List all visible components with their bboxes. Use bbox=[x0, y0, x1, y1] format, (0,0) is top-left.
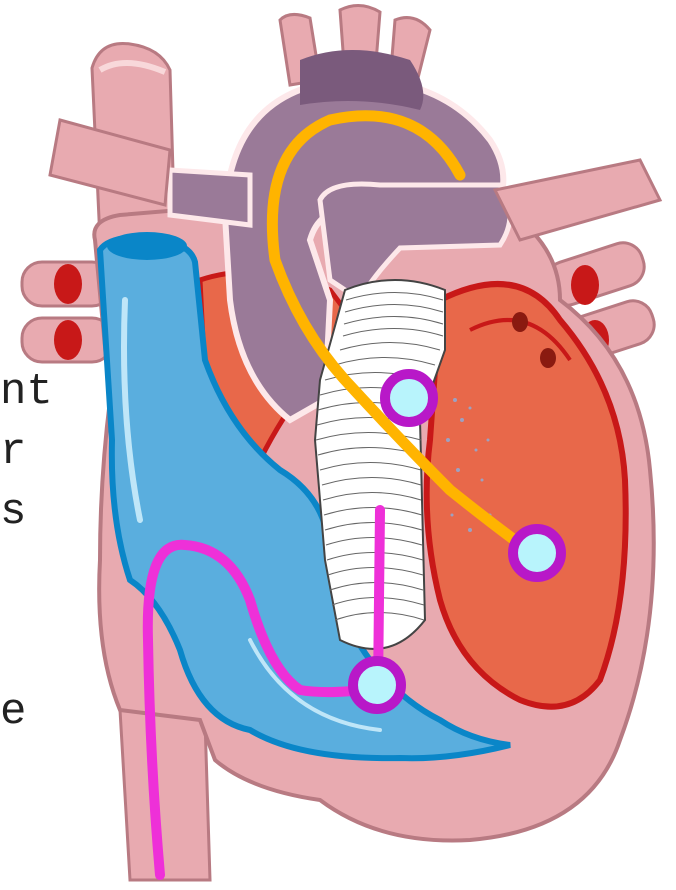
text-fragment-3: s bbox=[0, 490, 26, 534]
apex-node-marker bbox=[513, 529, 561, 577]
sa-node-marker bbox=[385, 374, 433, 422]
text-fragment-5: e bbox=[0, 690, 26, 734]
text-fragment-1: nt bbox=[0, 370, 53, 414]
inferior-vena-cava bbox=[120, 710, 210, 880]
text-fragment-2: r bbox=[0, 430, 26, 474]
av-node-marker bbox=[353, 661, 401, 709]
